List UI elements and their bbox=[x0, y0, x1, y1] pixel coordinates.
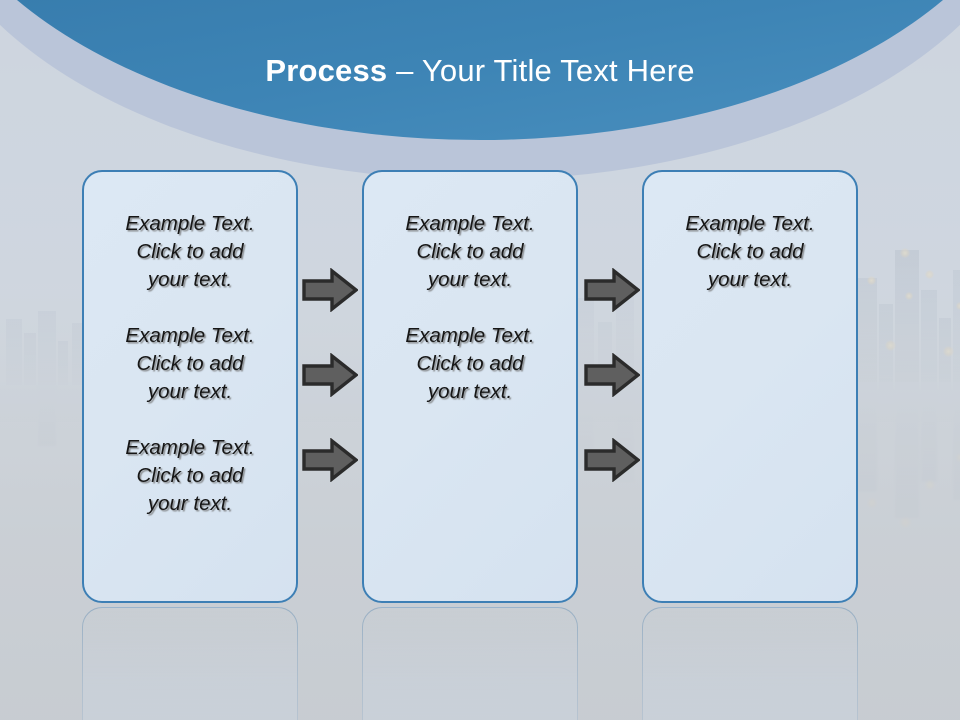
arrow-2-to-3-middle[interactable] bbox=[584, 353, 640, 397]
header-banner bbox=[0, 0, 960, 205]
page-title-strong: Process bbox=[265, 53, 388, 88]
process-box-2[interactable]: Example Text. Click to add your text. Ex… bbox=[362, 170, 578, 603]
process-box-1-paragraph-1[interactable]: Example Text. Click to add your text. bbox=[125, 212, 255, 291]
arrow-1-to-2-top[interactable] bbox=[302, 268, 358, 312]
process-box-1-paragraph-2[interactable]: Example Text. Click to add your text. bbox=[125, 324, 255, 403]
arrow-1-to-2-bottom[interactable] bbox=[302, 438, 358, 482]
process-box-2-paragraph-2[interactable]: Example Text. Click to add your text. bbox=[405, 324, 535, 403]
arrow-1-to-2-middle[interactable] bbox=[302, 353, 358, 397]
page-title-rest: – Your Title Text Here bbox=[387, 53, 695, 88]
page-title: Process – Your Title Text Here bbox=[0, 52, 960, 90]
process-box-2-reflection bbox=[362, 607, 578, 720]
process-box-1[interactable]: Example Text. Click to add your text. Ex… bbox=[82, 170, 298, 603]
process-box-1-reflection bbox=[82, 607, 298, 720]
process-box-1-paragraph-3[interactable]: Example Text. Click to add your text. bbox=[125, 436, 255, 515]
arrow-2-to-3-bottom[interactable] bbox=[584, 438, 640, 482]
process-box-3-reflection bbox=[642, 607, 858, 720]
arrow-2-to-3-top[interactable] bbox=[584, 268, 640, 312]
process-box-2-paragraph-1[interactable]: Example Text. Click to add your text. bbox=[405, 212, 535, 291]
process-box-3[interactable]: Example Text. Click to add your text. bbox=[642, 170, 858, 603]
process-box-3-paragraph-1[interactable]: Example Text. Click to add your text. bbox=[685, 212, 815, 291]
